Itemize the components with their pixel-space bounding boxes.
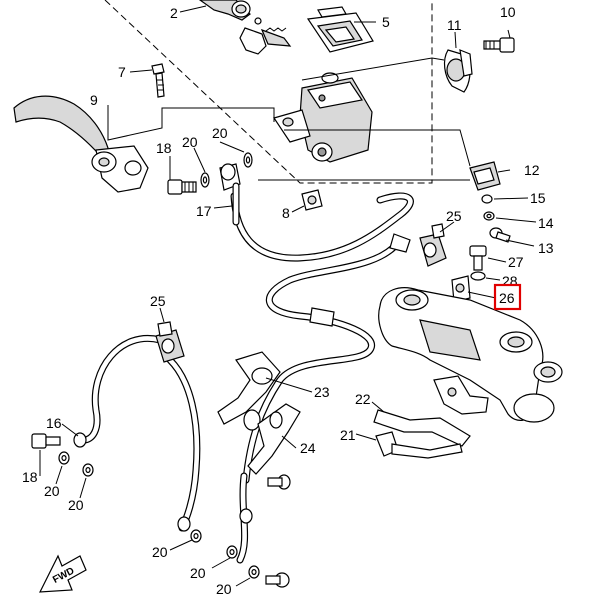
lever-pivot-bolt[interactable] — [151, 63, 165, 98]
washer-14[interactable] — [483, 211, 495, 221]
piston-kit-part[interactable] — [198, 0, 292, 55]
callout-13: 13 — [538, 240, 554, 256]
callout-20-lower-a: 20 — [44, 483, 60, 499]
assembly-boundary — [104, 0, 433, 184]
banjo-bolt-lower-right[interactable] — [265, 572, 290, 588]
leader-lines — [39, 5, 537, 587]
copper-washer-upper-b[interactable] — [243, 152, 253, 168]
copper-washer-upper-a[interactable] — [200, 172, 210, 188]
hose-bracket-23[interactable] — [217, 351, 281, 431]
callout-20-lower-e: 20 — [216, 581, 232, 597]
callout-2: 2 — [170, 5, 178, 21]
callout-labels: 2 5 10 11 7 9 18 20 20 12 15 14 13 17 8 … — [22, 4, 554, 597]
copper-washer-lower-d[interactable] — [226, 545, 238, 559]
hose-joint-upper[interactable] — [419, 223, 447, 267]
callout-11: 11 — [447, 17, 462, 33]
bracket-22[interactable] — [373, 409, 471, 447]
callout-17: 17 — [196, 203, 212, 219]
callout-22: 22 — [355, 391, 371, 407]
brake-light-switch[interactable] — [469, 161, 501, 191]
callout-10: 10 — [500, 4, 516, 20]
bolt-27[interactable] — [469, 245, 487, 271]
banjo-bolt-lower-left[interactable] — [31, 433, 61, 449]
bracket-21[interactable] — [375, 431, 463, 459]
lower-bracket[interactable] — [378, 287, 563, 423]
copper-washer-lower-c[interactable] — [190, 529, 202, 543]
callout-24: 24 — [300, 440, 316, 456]
callout-12: 12 — [524, 162, 540, 178]
callout-7: 7 — [118, 64, 126, 80]
brake-lever[interactable] — [13, 95, 149, 193]
brake-hose-main[interactable] — [242, 233, 411, 484]
grommet[interactable] — [301, 189, 323, 211]
reservoir-cap-diaphragm[interactable] — [306, 6, 374, 53]
callout-21: 21 — [340, 427, 356, 443]
callout-20-upper-b: 20 — [212, 125, 228, 141]
copper-washer-lower-e[interactable] — [248, 565, 260, 579]
clamp-bolt[interactable] — [483, 37, 515, 53]
callout-14: 14 — [538, 215, 554, 231]
callout-16: 16 — [46, 415, 62, 431]
callout-5: 5 — [382, 14, 390, 30]
forward-direction-arrow: FWD — [38, 554, 87, 593]
callout-20-lower-b: 20 — [68, 497, 84, 513]
screw-13[interactable] — [489, 227, 511, 243]
washer-15[interactable] — [481, 194, 493, 204]
bracket-bolt-24[interactable] — [267, 474, 291, 490]
master-cylinder-body[interactable] — [273, 72, 373, 163]
callout-28: 28 — [502, 273, 518, 289]
hose-guide-26[interactable] — [451, 275, 471, 303]
callout-18-lower: 18 — [22, 469, 38, 485]
stem-bottom-bracket[interactable] — [433, 375, 489, 415]
copper-washer-lower-a[interactable] — [58, 451, 70, 465]
callout-18-upper: 18 — [156, 140, 172, 156]
callout-9: 9 — [90, 92, 98, 108]
banjo-bolt-upper[interactable] — [167, 179, 197, 195]
hose-joint-left[interactable] — [155, 321, 185, 363]
callout-23: 23 — [314, 384, 330, 400]
handlebar-clamp[interactable] — [443, 49, 473, 93]
copper-washer-lower-b[interactable] — [82, 463, 94, 477]
brake-hose-upper[interactable] — [230, 182, 414, 262]
callout-20-lower-d: 20 — [190, 565, 206, 581]
callout-25-left: 25 — [150, 293, 166, 309]
callout-20-upper-a: 20 — [182, 134, 198, 150]
washer-28[interactable] — [470, 271, 486, 281]
callout-8: 8 — [282, 205, 290, 221]
callout-15: 15 — [530, 190, 546, 206]
callout-27: 27 — [508, 254, 524, 270]
brake-hose-lower-left[interactable] — [73, 335, 253, 564]
callout-20-lower-c: 20 — [152, 544, 168, 560]
hose-bracket-24[interactable] — [247, 403, 301, 475]
callout-25-upper: 25 — [446, 208, 462, 224]
callout-26: 26 — [499, 290, 515, 306]
highlighted-part-box — [493, 283, 522, 311]
